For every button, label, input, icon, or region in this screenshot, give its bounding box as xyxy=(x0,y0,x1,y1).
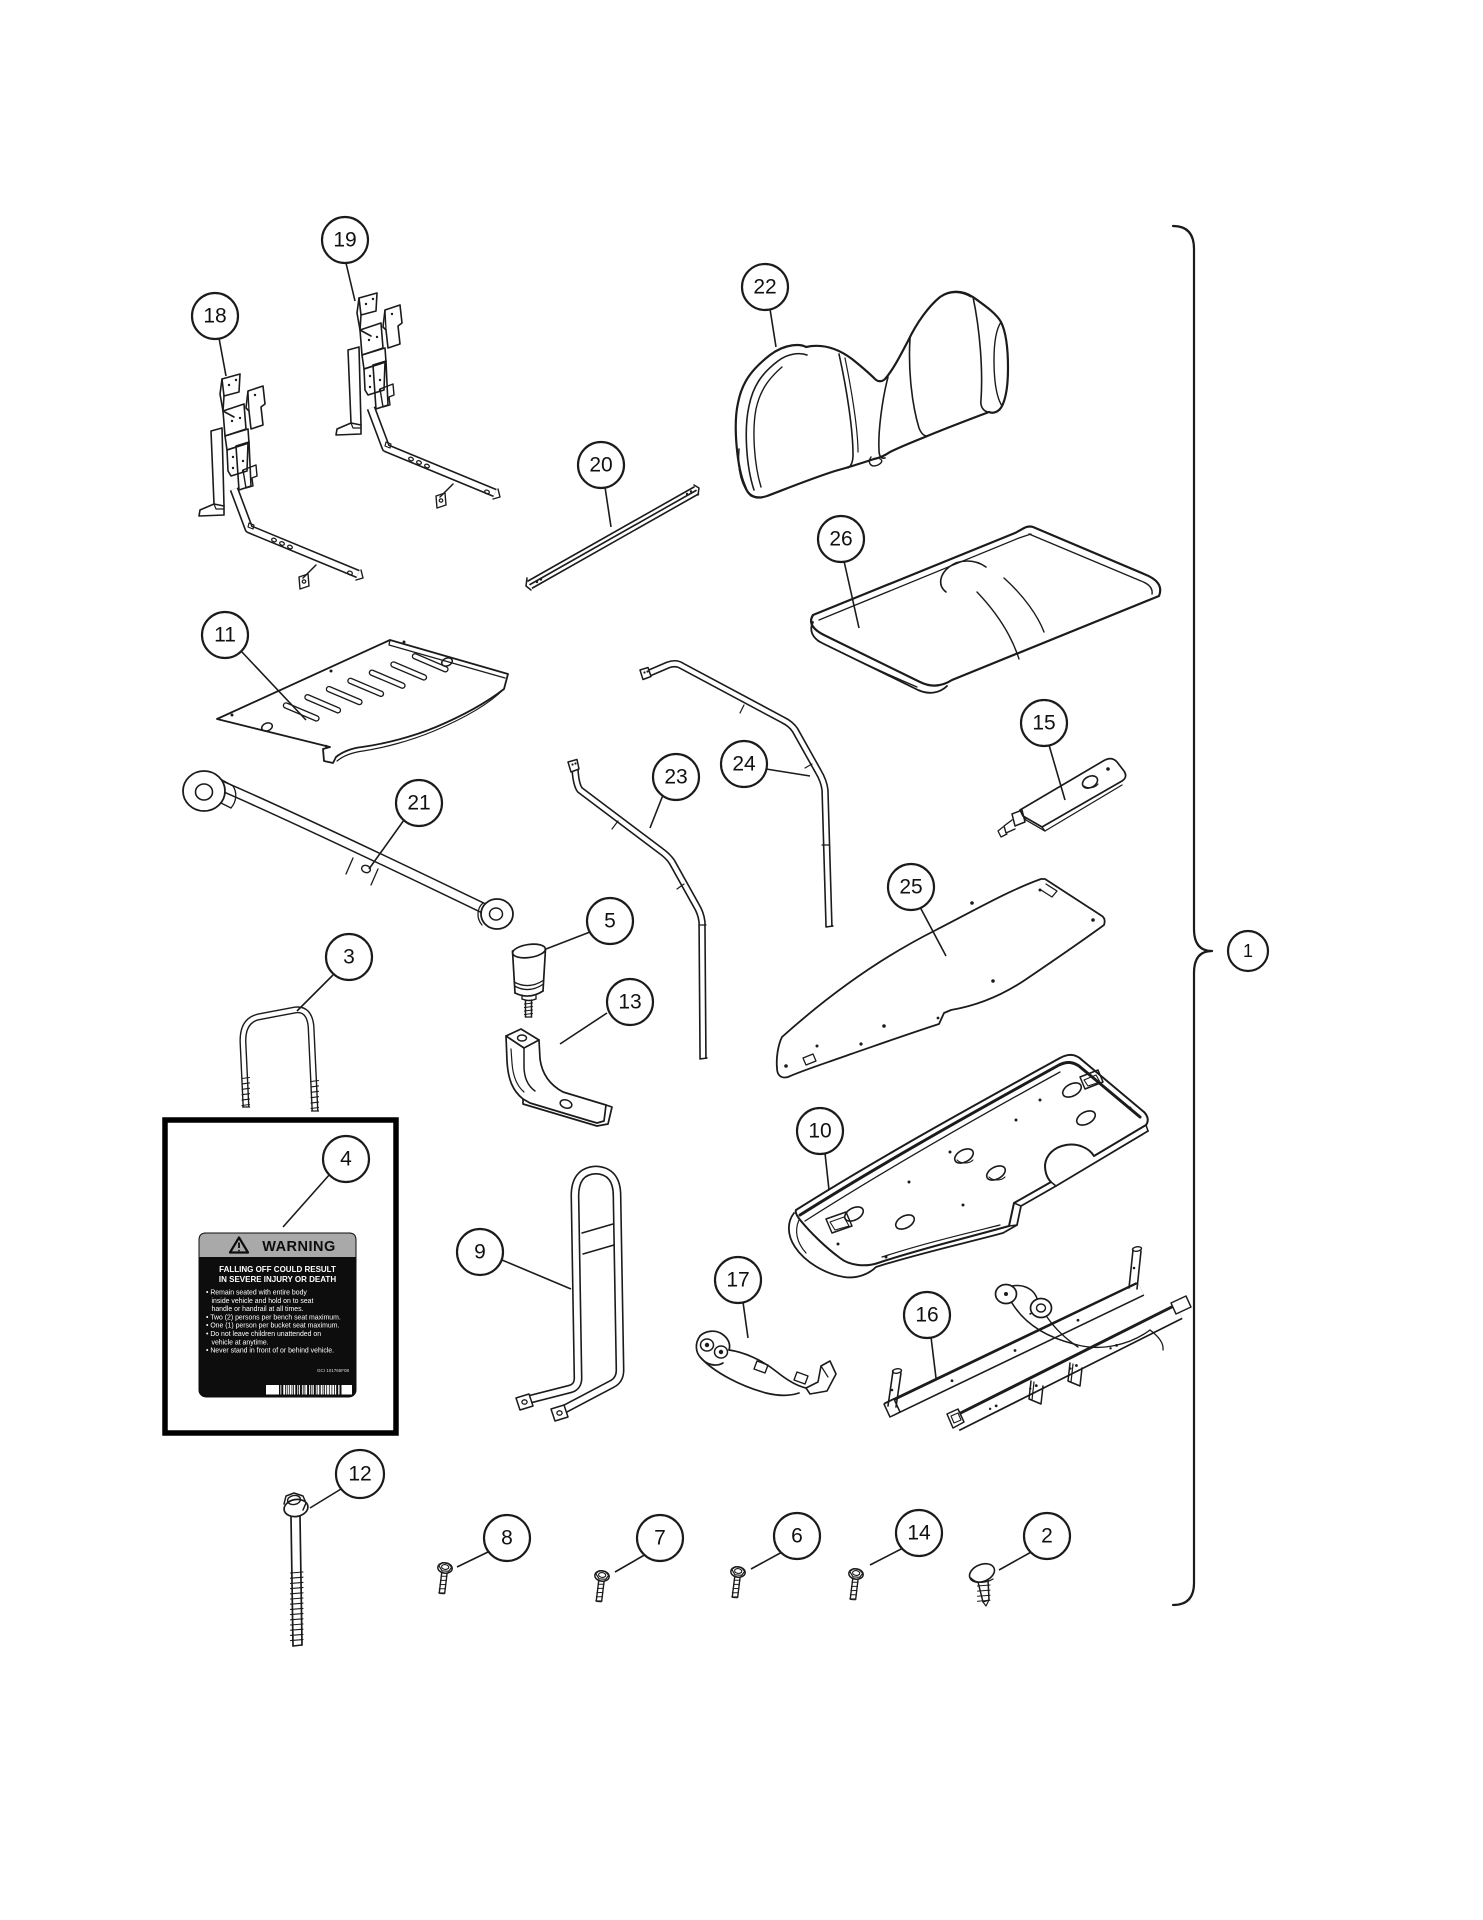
svg-text:26: 26 xyxy=(829,528,852,551)
svg-text:• Two (2) persons per bench se: • Two (2) persons per bench seat maximum… xyxy=(206,1314,341,1321)
svg-text:20: 20 xyxy=(589,454,612,477)
svg-text:3: 3 xyxy=(343,946,355,969)
svg-text:6: 6 xyxy=(791,1525,803,1548)
svg-text:WARNING: WARNING xyxy=(262,1239,336,1255)
svg-text:18: 18 xyxy=(203,305,226,328)
svg-text:14: 14 xyxy=(907,1522,931,1545)
svg-text:13: 13 xyxy=(618,991,641,1014)
svg-text:4: 4 xyxy=(340,1148,352,1171)
svg-text:inside vehicle and hold on to: inside vehicle and hold on to seat xyxy=(212,1298,314,1305)
svg-text:10: 10 xyxy=(808,1120,831,1143)
svg-text:23: 23 xyxy=(664,766,687,789)
svg-text:• Do not leave children unatte: • Do not leave children unattended on xyxy=(206,1331,321,1338)
svg-text:17: 17 xyxy=(726,1269,749,1292)
svg-text:16: 16 xyxy=(915,1304,938,1327)
svg-text:vehicle at anytime.: vehicle at anytime. xyxy=(212,1339,269,1346)
svg-text:• One (1) person per bucket se: • One (1) person per bucket seat maximum… xyxy=(206,1323,339,1330)
svg-text:GCI 101765F08: GCI 101765F08 xyxy=(317,1368,350,1373)
svg-text:19: 19 xyxy=(333,229,356,252)
svg-text:2: 2 xyxy=(1041,1525,1053,1548)
svg-text:7: 7 xyxy=(654,1527,666,1550)
svg-text:12: 12 xyxy=(348,1463,371,1486)
svg-text:• Remain seated with entire bo: • Remain seated with entire body xyxy=(206,1290,307,1297)
svg-text:8: 8 xyxy=(501,1527,513,1550)
svg-text:1: 1 xyxy=(1243,941,1253,961)
svg-text:11: 11 xyxy=(214,624,236,647)
svg-text:21: 21 xyxy=(407,792,430,815)
svg-text:FALLING OFF COULD RESULT: FALLING OFF COULD RESULT xyxy=(219,1265,336,1274)
svg-text:9: 9 xyxy=(474,1241,486,1264)
svg-text:15: 15 xyxy=(1032,712,1055,735)
svg-text:22: 22 xyxy=(753,276,776,299)
svg-text:handle or handrail at all time: handle or handrail at all times. xyxy=(212,1306,304,1313)
svg-text:5: 5 xyxy=(604,910,616,933)
svg-text:24: 24 xyxy=(732,753,756,776)
svg-text:IN SEVERE INJURY OR DEATH: IN SEVERE INJURY OR DEATH xyxy=(219,1275,336,1284)
svg-text:• Never stand in front of or b: • Never stand in front of or behind vehi… xyxy=(206,1348,334,1355)
svg-text:25: 25 xyxy=(899,876,922,899)
